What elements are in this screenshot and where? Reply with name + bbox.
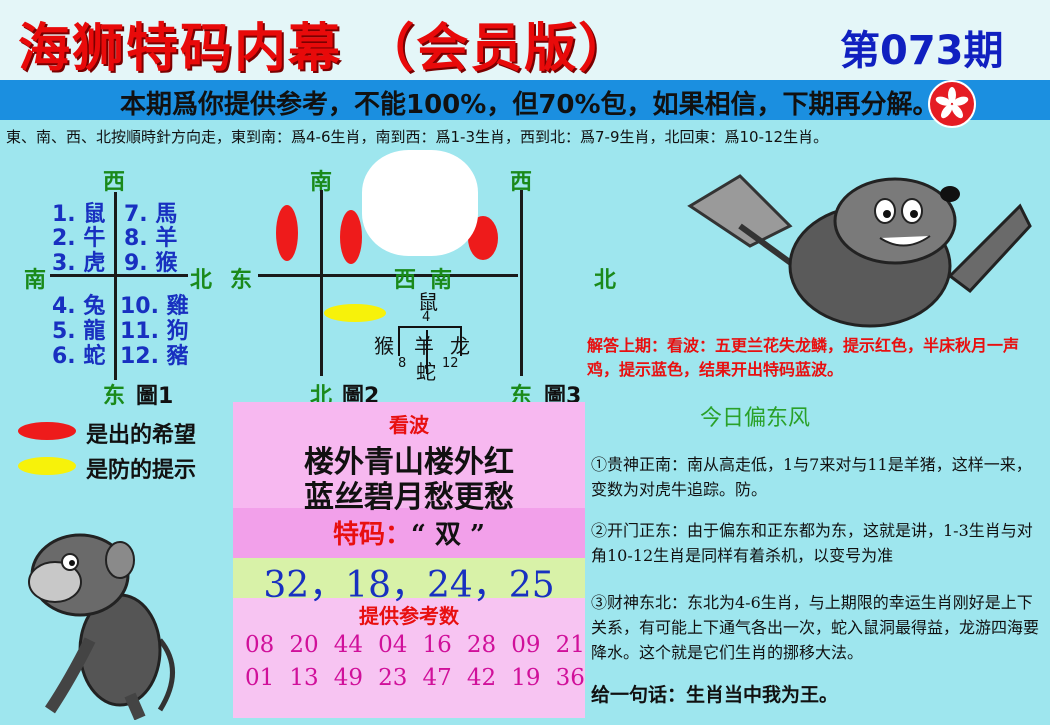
fig2-center-south-label: 南 (430, 268, 453, 293)
poem-panel (233, 402, 585, 508)
poem-line-1: 楼外青山楼外红 (304, 445, 514, 480)
legend-hope-label: 是出的希望 (86, 423, 197, 448)
fig1-zodiac-item: 1. 鼠 (52, 202, 106, 227)
issue-number: 第073期 (840, 28, 1004, 74)
fig1-caption: 圖1 (136, 384, 174, 409)
fig2-zodiac: 羊 (414, 334, 434, 358)
analysis-paragraph-2: ②开门正东：由于偏东和正东都为东，这就是讲，1-3生肖与对角10-12生肖是同样… (591, 521, 1033, 565)
fig2-east-label: 东 (230, 268, 253, 293)
fig1-zodiac-item: 9. 猴 (124, 251, 178, 276)
tema-label: 特码： (332, 520, 411, 550)
reference-heading: 提供参考数 (359, 604, 459, 628)
poem-heading: 看波 (389, 413, 429, 437)
ref-number: 28 (466, 632, 497, 658)
ref-number: 16 (422, 632, 452, 658)
poem-line-2: 蓝丝碧月愁更愁 (304, 480, 514, 515)
ref-number: 04 (378, 632, 408, 658)
ref-number: 44 (333, 632, 364, 658)
reference-row-2: 01 13 49 23 47 42 19 36 (245, 665, 585, 691)
fig1-zodiac-item: 4. 兔 (52, 294, 106, 319)
legend-yellow-swatch (18, 457, 76, 475)
ref-number: 23 (378, 665, 408, 691)
last-issue-answer: 解答上期：看波：五更兰花失龙鳞，提示红色，半床秋月一声鸡，提示蓝色，结果开出特码… (587, 336, 1020, 379)
fig3-west-label: 西 (510, 170, 533, 195)
selection-panel (233, 558, 585, 598)
tema-panel (233, 508, 585, 558)
blank-label-overlay (362, 150, 478, 256)
fig1-west-label: 西 (103, 170, 126, 195)
fig1-horizontal-axis (50, 274, 188, 277)
fig1-east-label: 东 (103, 384, 126, 409)
analysis-paragraph-1: ①贵神正南：南从高走低，1与7来对与11是羊猪，这样一来，变数为对虎牛追踪。防。 (591, 455, 1032, 499)
fig2-center-west-label: 西 (394, 268, 417, 293)
fig1-zodiac-item: 3. 虎 (52, 251, 106, 276)
direction-note: 東、南、西、北按順時針方向走，東到南：爲4-6生肖，南到西：爲1-3生肖，西到北… (6, 128, 829, 146)
fig1-zodiac-item: 11. 狗 (120, 319, 189, 344)
fig3-north-label: 北 (594, 268, 617, 293)
fig2-horizontal-axis (258, 274, 518, 277)
red-hope-mark (340, 210, 362, 264)
reference-row-1: 08 20 44 04 16 28 09 21 (245, 632, 585, 658)
selection-numbers: 32，18，24，25 (263, 565, 555, 606)
mole-mascot-illustration (680, 166, 1040, 332)
ref-number: 21 (555, 632, 585, 658)
ref-number: 42 (466, 665, 497, 691)
fig2-small-axis (426, 330, 428, 374)
header-background (0, 0, 1050, 82)
fig1-zodiac-item: 8. 羊 (124, 226, 178, 251)
fig2-small-box (398, 326, 462, 356)
fig2-zodiac: 猴 (374, 334, 394, 358)
fig1-zodiac-item: 7. 馬 (124, 202, 178, 227)
ref-number: 09 (511, 632, 541, 658)
fig2-zodiac: 蛇 (416, 360, 436, 384)
fig1-zodiac-item: 10. 雞 (120, 294, 189, 319)
fig2-vertical-axis (320, 190, 323, 376)
fig1-vertical-axis (114, 192, 117, 380)
red-hope-mark (276, 205, 298, 261)
fig1-zodiac-item: 2. 牛 (52, 226, 106, 251)
fig2-south-label: 南 (310, 170, 333, 195)
banner-text: 本期爲你提供参考，不能100%，但70%包，如果相信，下期再分解。 (120, 90, 939, 120)
wind-direction: 今日偏东风 (700, 406, 811, 431)
ref-number: 01 (245, 665, 275, 691)
fig1-north-label: 北 (190, 268, 213, 293)
ref-number: 47 (422, 665, 452, 691)
fig2-zodiac: 龙 (450, 334, 470, 358)
fig1-south-label: 南 (24, 268, 47, 293)
ref-number: 36 (555, 665, 585, 691)
fig2-zodiac: 鼠 (418, 290, 438, 314)
ref-number: 13 (289, 665, 319, 691)
page-title: 海狮特码内幕 （会员版） (18, 18, 633, 79)
fig1-zodiac-item: 12. 豬 (120, 344, 189, 369)
tema-line: 特码：“ 双 ” (233, 514, 585, 551)
fig2-number: 12 (442, 356, 459, 371)
yellow-hint-mark (324, 304, 386, 322)
fig2-number: 4 (422, 310, 431, 325)
ref-number: 19 (511, 665, 541, 691)
summary-line: 给一句话：生肖当中我为王。 (591, 684, 839, 706)
analysis-paragraph-3: ③财神东北：东北为4-6生肖，与上期限的幸运生肖刚好是上下关系，有可能上下通气各… (591, 593, 1040, 662)
fig1-zodiac-item: 6. 蛇 (52, 344, 106, 369)
banner-strip (0, 80, 1050, 120)
ref-number: 08 (245, 632, 275, 658)
ref-number: 49 (333, 665, 364, 691)
fig3-vertical-axis (520, 190, 523, 376)
legend-hint-label: 是防的提示 (86, 458, 197, 483)
ref-number: 20 (289, 632, 319, 658)
fig2-number: 8 (398, 356, 407, 371)
reference-panel (233, 598, 585, 718)
legend-red-swatch (18, 422, 76, 440)
tema-value: “ 双 ” (411, 520, 486, 550)
monkey-mascot-illustration (10, 520, 190, 721)
bauhinia-flag-icon (928, 80, 976, 128)
fig1-zodiac-item: 5. 龍 (52, 319, 106, 344)
